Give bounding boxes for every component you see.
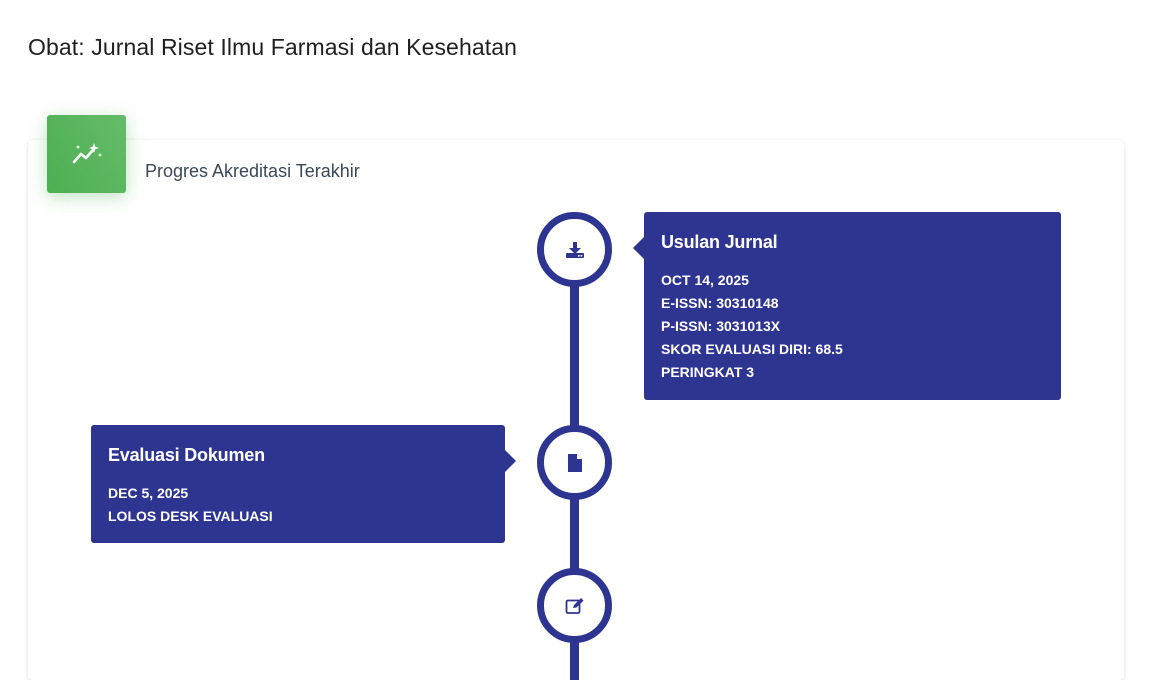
panel-arrow: [505, 450, 516, 472]
timeline-status: LOLOS DESK EVALUASI: [108, 508, 273, 524]
timeline-eissn: E-ISSN: 30310148: [661, 295, 779, 311]
timeline-badge-edit: [537, 568, 612, 643]
timeline-pissn: P-ISSN: 3031013X: [661, 318, 781, 334]
page-title: Obat: Jurnal Riset Ilmu Farmasi dan Kese…: [28, 34, 518, 60]
timeline-badge-evaluasi: [537, 425, 612, 500]
timeline-date: OCT 14, 2025: [661, 272, 749, 288]
timeline-panel-usulan: Usulan Jurnal OCT 14, 2025 E-ISSN: 30310…: [633, 212, 1061, 400]
card-header-icon: [47, 115, 126, 193]
timeline-date: DEC 5, 2025: [108, 485, 189, 501]
timeline-self-eval-score: SKOR EVALUASI DIRI: 68.5: [661, 341, 843, 357]
timeline-panel-evaluasi: Evaluasi Dokumen DEC 5, 2025 LOLOS DESK …: [91, 425, 516, 543]
download-icon: [565, 241, 584, 258]
timeline-rank: PERINGKAT 3: [661, 364, 755, 380]
edit-icon: [565, 597, 583, 614]
timeline-heading: Usulan Jurnal: [661, 232, 778, 252]
timeline-heading: Evaluasi Dokumen: [108, 445, 265, 465]
trending-sparkle-icon: [72, 143, 102, 164]
file-icon: [567, 453, 582, 472]
timeline-badge-usulan: [537, 212, 612, 287]
panel-arrow: [633, 237, 644, 259]
card-title: Progres Akreditasi Terakhir: [145, 161, 360, 181]
